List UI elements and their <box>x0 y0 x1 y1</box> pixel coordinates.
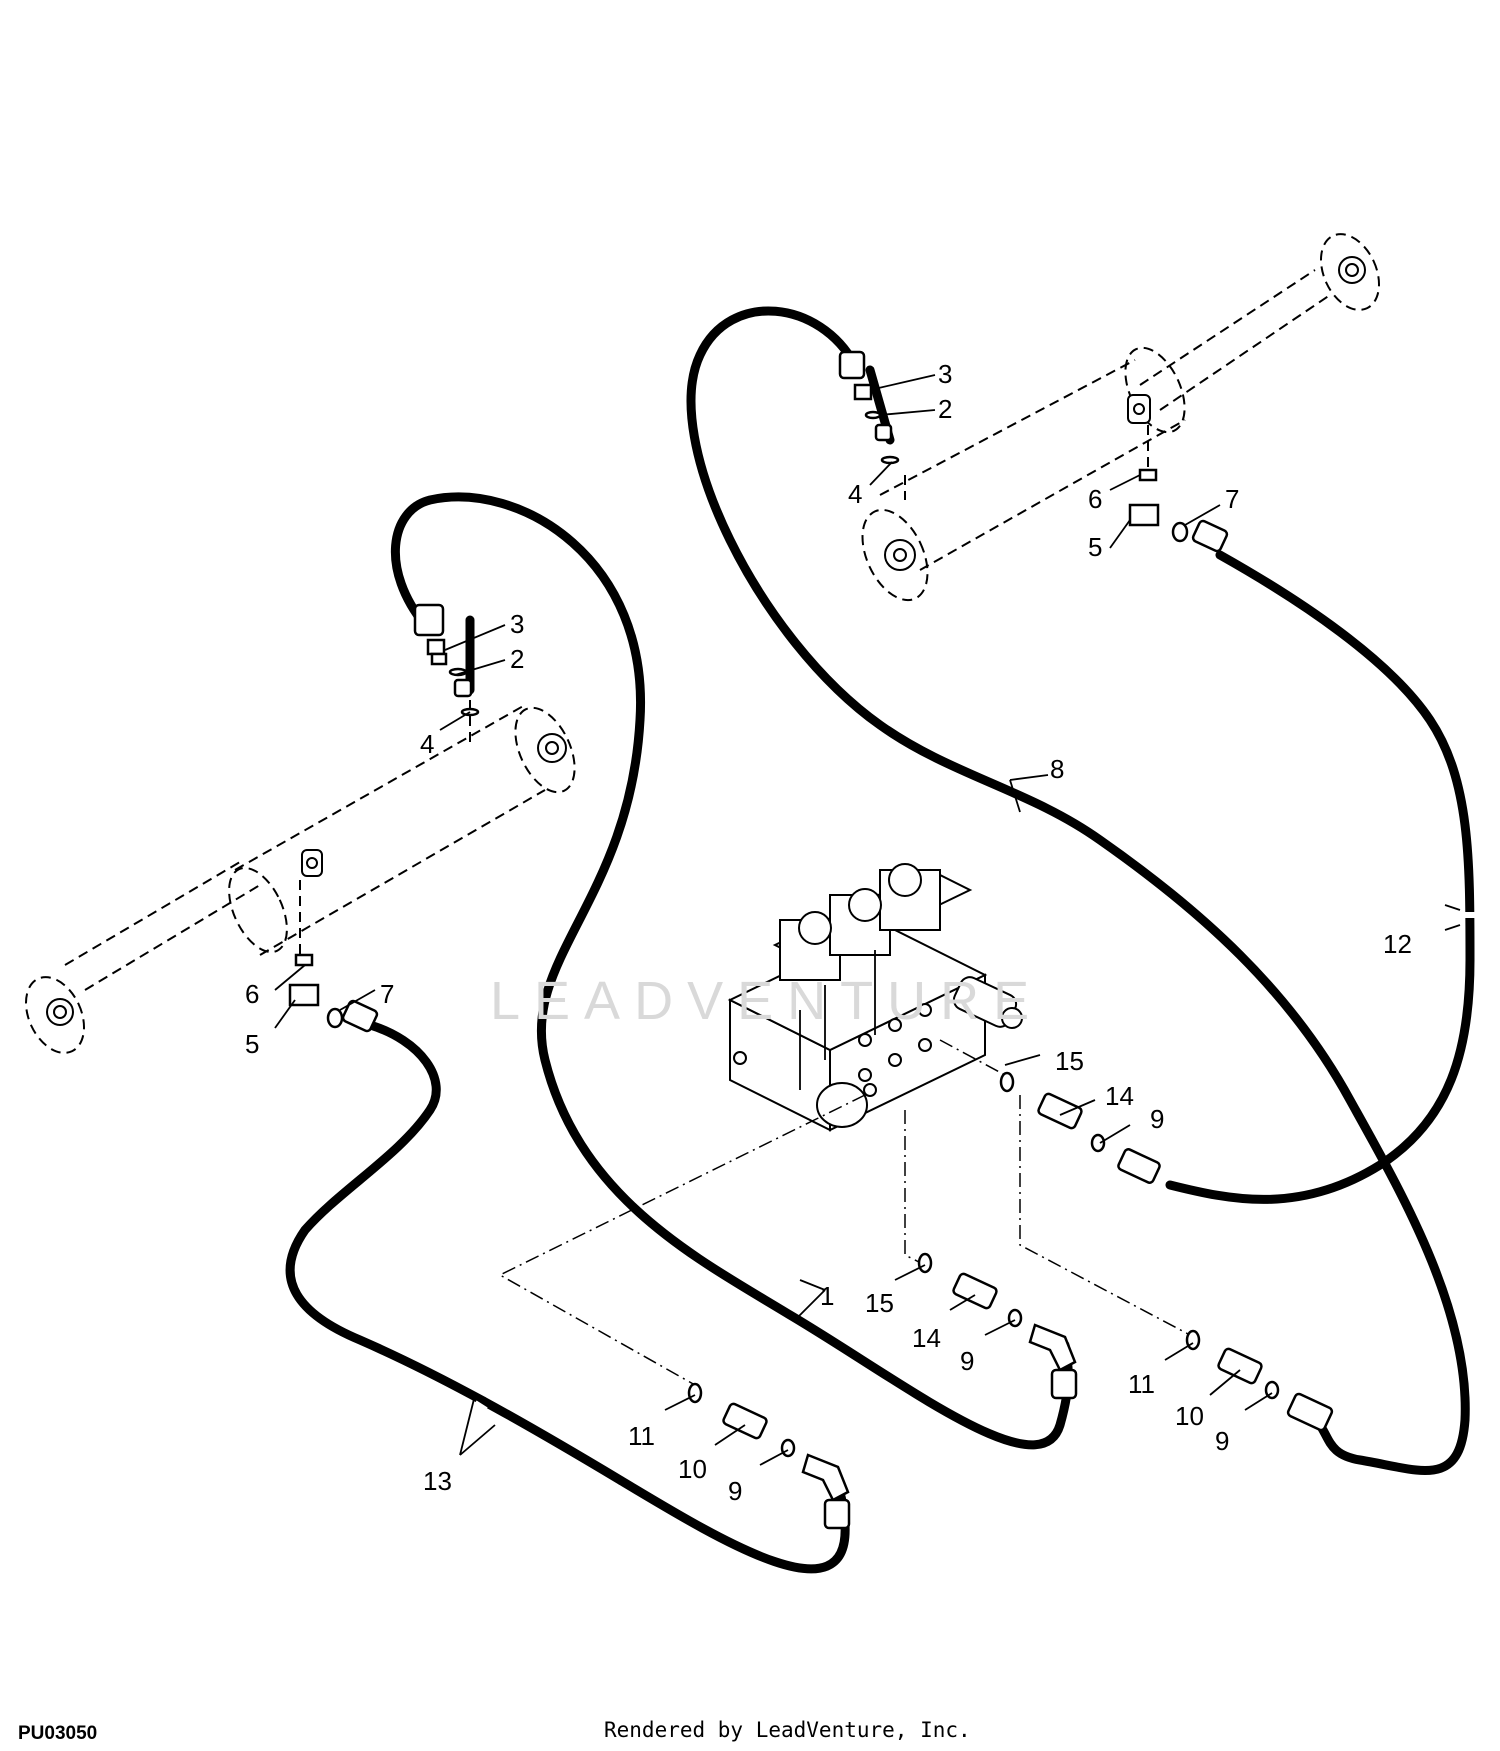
callout-7-right: 7 <box>1225 484 1239 514</box>
callout-11-right: 11 <box>1128 1369 1155 1399</box>
callout-4-left: 4 <box>420 729 434 759</box>
hose-1 <box>390 492 1073 1450</box>
callout-13: 13 <box>423 1466 452 1496</box>
callout-6-right: 6 <box>1088 484 1102 514</box>
credit-line: Rendered by LeadVenture, Inc. <box>604 1718 971 1742</box>
callout-3-right: 3 <box>938 359 952 389</box>
callout-9-left: 9 <box>728 1476 742 1506</box>
callout-6-left: 6 <box>245 979 259 1009</box>
callout-4-right: 4 <box>848 479 862 509</box>
callout-14-lower: 14 <box>912 1323 941 1353</box>
callout-12: 12 <box>1383 929 1412 959</box>
hose-break-marks <box>473 802 1476 1413</box>
callout-10-left: 10 <box>678 1454 707 1484</box>
callout-15-lower: 15 <box>865 1288 894 1318</box>
callout-2-right: 2 <box>938 394 952 424</box>
callout-8: 8 <box>1050 754 1064 784</box>
watermark-logo: LEADVENTURE <box>490 971 1044 1031</box>
callout-5-left: 5 <box>245 1029 259 1059</box>
callout-2-left: 2 <box>510 644 524 674</box>
right-hydraulic-cylinder <box>861 233 1381 602</box>
hose-13 <box>285 1020 850 1574</box>
callout-9-right: 9 <box>1215 1426 1229 1456</box>
callout-10-right: 10 <box>1175 1401 1204 1431</box>
callout-5-right: 5 <box>1088 532 1102 562</box>
hose-12 <box>1165 550 1475 1204</box>
callout-9-middle: 9 <box>960 1346 974 1376</box>
control-valve-assembly <box>727 863 1023 1132</box>
callout-9-upper: 9 <box>1150 1104 1164 1134</box>
callout-7-left: 7 <box>380 979 394 1009</box>
hose-8 <box>686 306 1470 1475</box>
callout-3-left: 3 <box>510 609 524 639</box>
callout-11-left: 11 <box>628 1421 655 1451</box>
callout-labels: 3 2 4 3 2 4 6 5 7 6 5 7 8 12 1 13 15 14 … <box>245 359 1412 1506</box>
callout-leader-lines <box>274 374 1461 1466</box>
callout-1: 1 <box>820 1281 834 1311</box>
left-hydraulic-cylinder <box>24 704 576 1054</box>
callout-14-upper: 14 <box>1105 1081 1134 1111</box>
callout-15-upper: 15 <box>1055 1046 1084 1076</box>
figure-id: PU03050 <box>18 1723 98 1744</box>
hose-fittings <box>288 350 1334 1530</box>
